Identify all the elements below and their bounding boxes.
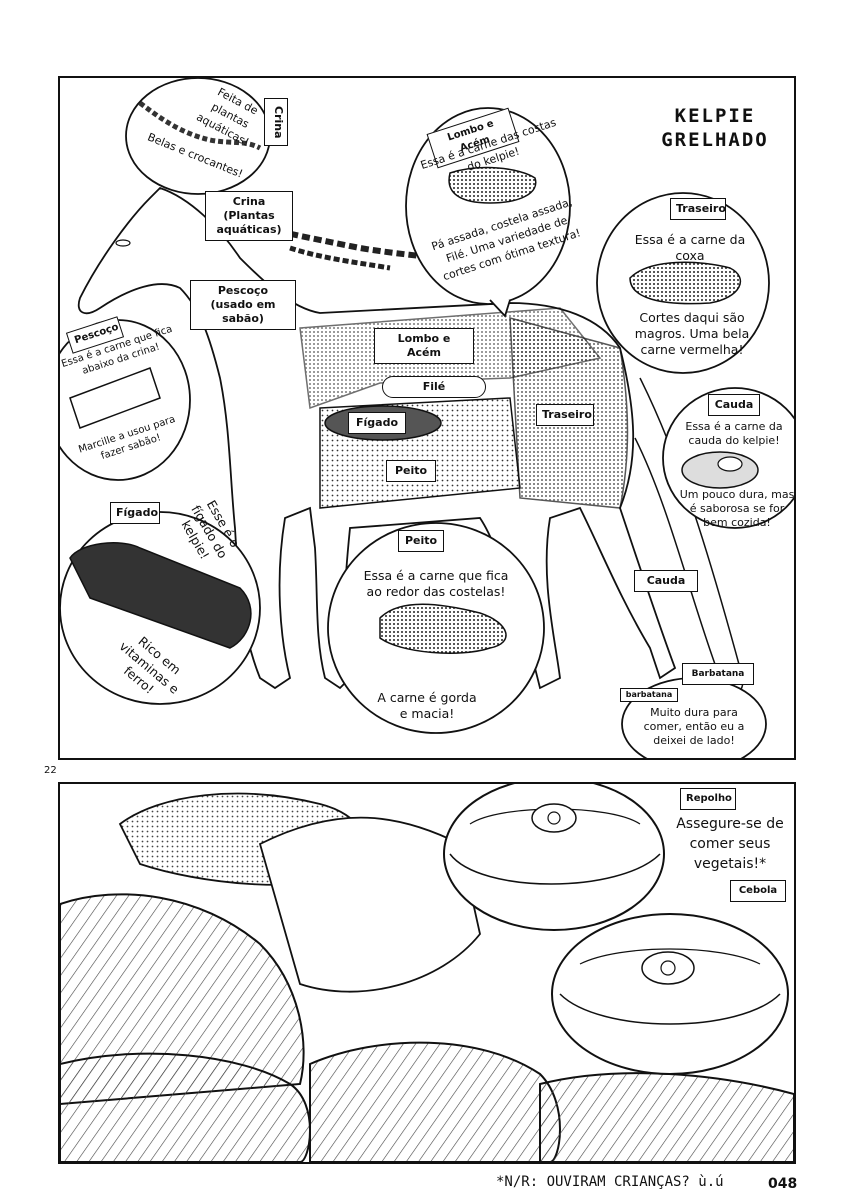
tag-cauda: Cauda [708,394,760,416]
tag-repolho: Repolho [680,788,736,810]
side-page-number: 22 [44,765,57,776]
bubble-cauda-text-2: Um pouco dura, mas é saborosa se for bem… [679,488,795,529]
page-title: KELPIE GRELHADO [661,105,769,151]
bubble-traseiro-text-2: Cortes daqui são magros. Uma bela carne … [634,310,750,357]
bubble-peito-text: Essa é a carne que fica ao redor das cos… [363,568,509,599]
speech-vegetais: Assegure-se de comer seus vegetais!* [670,814,790,874]
tag-figado: Fígado [110,502,160,524]
label-cauda: Cauda [634,570,698,592]
label-crina: Crina (Plantas aquáticas) [205,191,293,241]
bubble-barbatana-text: Muito dura para comer, então eu a deixei… [643,706,745,747]
page-number: 048 [768,1176,798,1192]
vegetables-illustration [60,784,794,1162]
label-lombo: Lombo e Acém [374,328,474,364]
tag-crina: Crina [264,98,288,146]
label-file: Filé [382,376,486,398]
bubble-peito-text-2: A carne é gorda e macia! [377,690,477,721]
tag-peito: Peito [398,530,444,552]
bubble-cauda-text: Essa é a carne da cauda do kelpie! [685,420,783,447]
tag-barbatana: barbatana [620,688,678,702]
bottom-panel: Repolho Assegure-se de comer seus vegeta… [58,782,796,1164]
label-traseiro: Traseiro [536,404,594,426]
tag-traseiro: Traseiro [670,198,726,220]
label-pescoco: Pescoço (usado em sabão) [190,280,296,330]
tag-cebola: Cebola [730,880,786,902]
label-barbatana: Barbatana [682,663,754,685]
bubble-traseiro-text: Essa é a carne da coxa [634,232,746,263]
top-panel: KELPIE GRELHADO Crina (Plantas aquáticas… [58,76,796,760]
footnote: *N/R: OUVIRAM CRIANÇAS? ù.ú [496,1174,724,1190]
label-peito: Peito [386,460,436,482]
label-figado: Fígado [348,412,406,434]
